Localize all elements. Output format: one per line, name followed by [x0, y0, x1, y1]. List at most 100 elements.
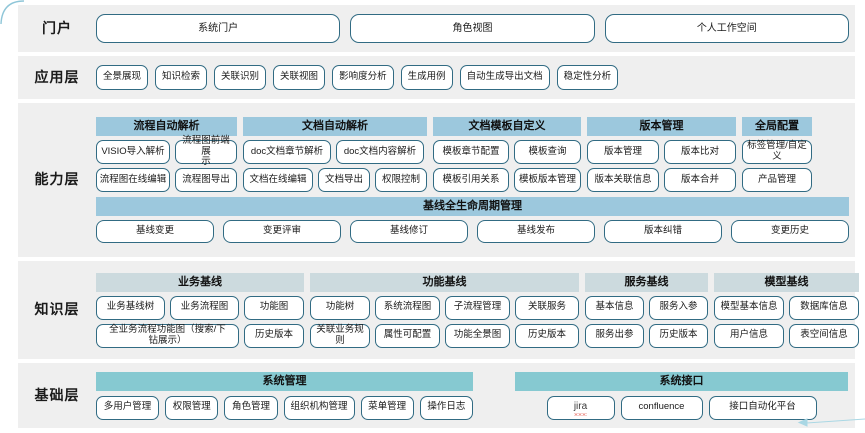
- capability-button[interactable]: 版本关联信息: [587, 168, 659, 192]
- foundation-button[interactable]: jira: [546, 395, 615, 420]
- capability-button[interactable]: 模板章节配置: [433, 140, 509, 164]
- foundation-button[interactable]: 菜单管理: [360, 395, 414, 420]
- knowledge-group-row: 业务基线业务基线树业务流程图功能图全业务流程功能图（搜索/下 钻展示）历史版本功…: [96, 272, 859, 348]
- layer-label-application: 应用层: [34, 68, 80, 85]
- knowledge-button[interactable]: 服务出参: [585, 323, 644, 348]
- foundation-button[interactable]: confluence: [620, 395, 703, 420]
- knowledge-button[interactable]: 功能全景图: [445, 323, 510, 348]
- foundation-group-header: 系统接口: [515, 371, 848, 391]
- capability-button-row: 版本管理版本比对: [587, 140, 736, 164]
- baseline-lifecycle-button-4[interactable]: 基线发布: [477, 220, 595, 243]
- application-button-1[interactable]: 全景展现: [96, 65, 149, 90]
- capability-button[interactable]: 文档在线编辑: [243, 168, 313, 192]
- application-button-7[interactable]: 自动生成导出文档: [459, 65, 550, 90]
- knowledge-group-header: 业务基线: [96, 272, 304, 292]
- capability-button[interactable]: 文档导出: [318, 168, 370, 192]
- knowledge-button[interactable]: 功能树: [310, 295, 370, 320]
- baseline-lifecycle-button-3[interactable]: 基线修订: [350, 220, 468, 243]
- capability-button[interactable]: doc文档章节解析: [243, 140, 331, 164]
- capability-button-row: VISIO导入解析流程图前端展 示: [96, 135, 237, 167]
- baseline-lifecycle-button-5[interactable]: 版本纠错: [604, 220, 722, 243]
- application-button-5[interactable]: 影响度分析: [332, 65, 394, 90]
- capability-button[interactable]: 模板引用关系: [433, 168, 509, 192]
- foundation-button[interactable]: 操作日志: [419, 395, 473, 420]
- knowledge-button-row: 业务基线树业务流程图功能图: [96, 295, 304, 320]
- knowledge-button[interactable]: 表空间信息: [789, 323, 859, 348]
- capability-button[interactable]: 版本比对: [664, 140, 736, 164]
- portal-button-3[interactable]: 个人工作空间: [604, 14, 849, 43]
- foundation-button-row: 多用户管理权限管理角色管理组织机构管理菜单管理操作日志: [96, 395, 473, 420]
- layer-label-foundation: 基础层: [34, 386, 80, 403]
- application-button-row: 全景展现知识检索关联识别关联视图影响度分析生成用例自动生成导出文档稳定性分析: [96, 65, 849, 90]
- knowledge-button[interactable]: 关联服务: [515, 295, 579, 320]
- capability-button[interactable]: 流程图前端展 示: [175, 135, 237, 167]
- knowledge-button[interactable]: 模型基本信息: [714, 295, 784, 320]
- application-button-3[interactable]: 关联识别: [214, 65, 267, 90]
- knowledge-group: 功能基线功能树系统流程图子流程管理关联服务关联业务规则属性可配置功能全景图历史版…: [310, 272, 579, 348]
- capability-button[interactable]: doc文档内容解析: [336, 140, 424, 164]
- capability-button[interactable]: 版本合并: [664, 168, 736, 192]
- foundation-button[interactable]: 角色管理: [224, 395, 278, 420]
- knowledge-group: 业务基线业务基线树业务流程图功能图全业务流程功能图（搜索/下 钻展示）历史版本: [96, 272, 304, 348]
- knowledge-button[interactable]: 关联业务规则: [310, 323, 370, 348]
- knowledge-group-header: 服务基线: [585, 272, 708, 292]
- baseline-lifecycle-button-1[interactable]: 基线变更: [96, 220, 214, 243]
- knowledge-button[interactable]: 子流程管理: [445, 295, 510, 320]
- capability-group: 全局配置标签管理/自定 义产品管理: [742, 117, 812, 192]
- foundation-button[interactable]: 多用户管理: [96, 395, 160, 420]
- knowledge-group: 模型基线模型基本信息数据库信息用户信息表空间信息: [714, 272, 859, 348]
- capability-button-row: 产品管理: [742, 168, 812, 192]
- portal-button-1[interactable]: 系统门户: [96, 14, 341, 43]
- knowledge-button-row: 关联业务规则属性可配置功能全景图历史版本: [310, 323, 579, 348]
- knowledge-button[interactable]: 基本信息: [585, 295, 644, 320]
- capability-button[interactable]: VISIO导入解析: [96, 140, 170, 164]
- knowledge-button[interactable]: 全业务流程功能图（搜索/下 钻展示）: [96, 323, 239, 348]
- capability-button[interactable]: 权限控制: [375, 168, 427, 192]
- baseline-lifecycle-button-6[interactable]: 变更历史: [731, 220, 849, 243]
- foundation-button[interactable]: 组织机构管理: [283, 395, 355, 420]
- capability-group-header: 文档自动解析: [243, 117, 427, 136]
- capability-button-row: 模板引用关系模板版本管理: [433, 168, 581, 192]
- baseline-lifecycle-button-2[interactable]: 变更评审: [223, 220, 341, 243]
- capability-button[interactable]: 模板版本管理: [514, 168, 581, 192]
- knowledge-button[interactable]: 历史版本: [244, 323, 304, 348]
- knowledge-button[interactable]: 功能图: [244, 295, 304, 320]
- knowledge-button[interactable]: 历史版本: [649, 323, 708, 348]
- knowledge-button[interactable]: 属性可配置: [375, 323, 440, 348]
- knowledge-button[interactable]: 用户信息: [714, 323, 784, 348]
- capability-button[interactable]: 模板查询: [514, 140, 581, 164]
- knowledge-group-header: 模型基线: [714, 272, 859, 292]
- capability-button[interactable]: 版本管理: [587, 140, 659, 164]
- capability-button[interactable]: 标签管理/自定 义: [742, 140, 812, 164]
- knowledge-button[interactable]: 系统流程图: [375, 295, 440, 320]
- capability-button[interactable]: 流程图导出: [175, 168, 237, 192]
- knowledge-button[interactable]: 历史版本: [515, 323, 579, 348]
- capability-group: 版本管理版本管理版本比对版本关联信息版本合并: [587, 117, 736, 192]
- capability-button[interactable]: 产品管理: [742, 168, 812, 192]
- foundation-button[interactable]: 权限管理: [165, 395, 219, 420]
- knowledge-button[interactable]: 服务入参: [649, 295, 708, 320]
- knowledge-button[interactable]: 数据库信息: [789, 295, 859, 320]
- capability-button-row: 文档在线编辑文档导出权限控制: [243, 168, 427, 192]
- capability-button[interactable]: 流程图在线编辑: [96, 168, 170, 192]
- baseline-lifecycle-header: 基线全生命周期管理: [96, 197, 849, 216]
- knowledge-button[interactable]: 业务基线树: [96, 295, 165, 320]
- knowledge-group-header: 功能基线: [310, 272, 579, 292]
- application-button-6[interactable]: 生成用例: [400, 65, 453, 90]
- application-button-4[interactable]: 关联视图: [273, 65, 326, 90]
- portal-button-2[interactable]: 角色视图: [350, 14, 595, 43]
- knowledge-button-row: 功能树系统流程图子流程管理关联服务: [310, 295, 579, 320]
- knowledge-button[interactable]: 业务流程图: [170, 295, 239, 320]
- application-button-2[interactable]: 知识检索: [155, 65, 208, 90]
- layer-label-knowledge: 知识层: [34, 301, 80, 318]
- baseline-lifecycle-group: 基线全生命周期管理 基线变更变更评审基线修订基线发布版本纠错变更历史: [96, 197, 849, 243]
- capability-group: 文档模板自定义模板章节配置模板查询模板引用关系模板版本管理: [433, 117, 581, 192]
- foundation-button[interactable]: 接口自动化平台: [708, 395, 817, 420]
- application-button-8[interactable]: 稳定性分析: [556, 65, 619, 90]
